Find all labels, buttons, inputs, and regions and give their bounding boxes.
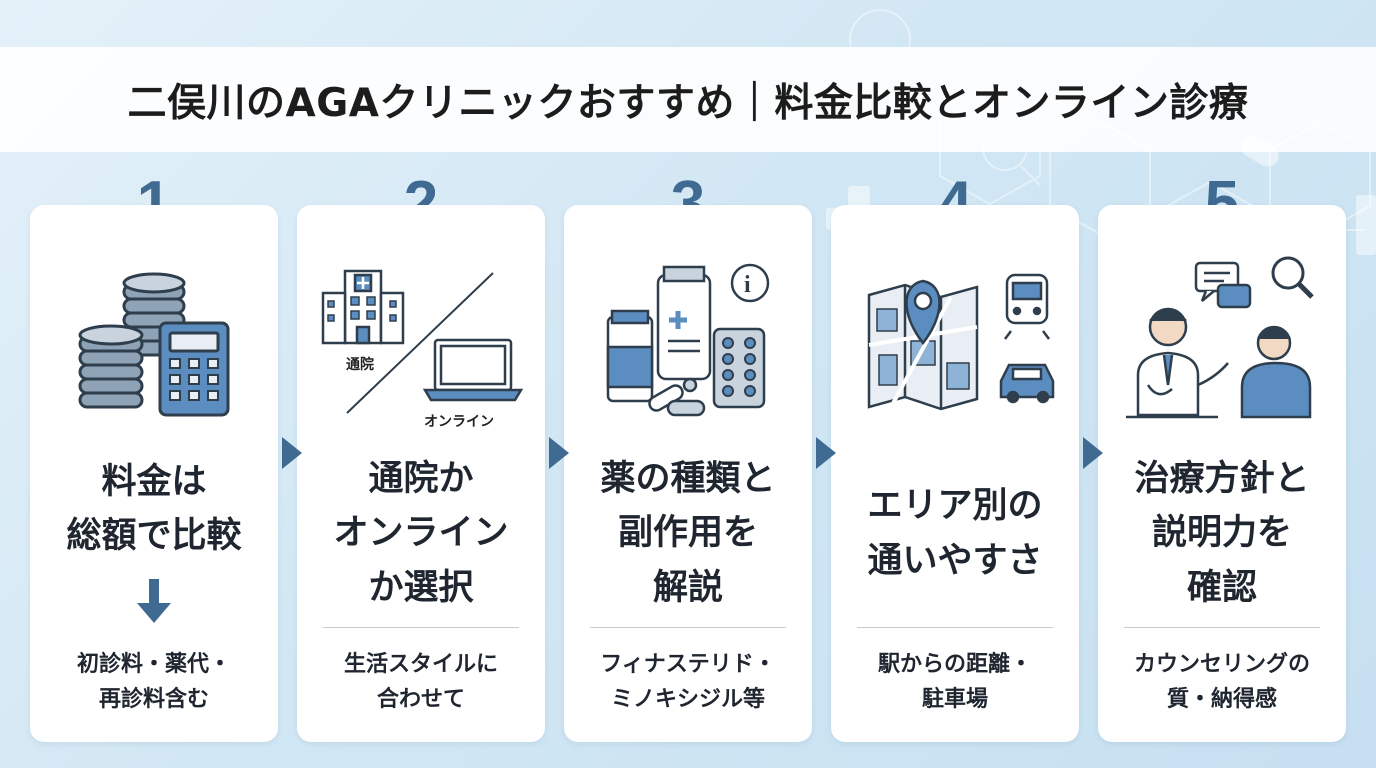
step-subtext: 生活スタイルに 合わせて	[343, 652, 498, 713]
step-heading: 治療方針と 説明力を 確認	[1134, 459, 1310, 608]
coin-stack-icon	[78, 272, 186, 409]
chevron-right-icon	[816, 437, 836, 469]
speech-bubble-icon	[1194, 261, 1252, 309]
chevron-right-icon	[549, 437, 569, 469]
pill-blister-icon	[712, 327, 766, 409]
medicine-bottle-icon	[606, 265, 712, 403]
divider	[323, 627, 519, 628]
map-transport-illustration	[867, 273, 1055, 411]
doctor-icon	[1126, 307, 1229, 419]
coins-calculator-illustration	[78, 272, 230, 417]
page-title: 二俣川のAGAクリニックおすすめ｜料金比較とオンライン診療	[127, 80, 1249, 126]
step-card-3: i 薬の種類と 副作用を 解説 フィナステリド・ ミノキシジル等	[564, 205, 812, 742]
clinic-vs-online-illustration: 通院 オンライン	[321, 269, 524, 430]
info-icon: i	[730, 263, 770, 303]
step-card-2: 通院 オンライン 通院か オンライン か選択 生活スタイルに 合わせて	[297, 205, 545, 742]
chevron-right-icon	[1083, 437, 1103, 469]
hospital-icon	[321, 269, 405, 345]
train-icon	[1004, 273, 1050, 340]
divider	[590, 627, 786, 628]
laptop-icon	[422, 338, 524, 402]
title-bar: 二俣川のAGAクリニックおすすめ｜料金比較とオンライン診療	[0, 47, 1376, 152]
step-heading: 通院か オンライン か選択	[333, 459, 509, 608]
divider	[1124, 627, 1320, 628]
car-icon	[999, 363, 1055, 404]
chevron-right-icon	[282, 437, 302, 469]
step-subtext: カウンセリングの 質・納得感	[1133, 652, 1310, 713]
step-card-5: 治療方針と 説明力を 確認 カウンセリングの 質・納得感	[1098, 205, 1346, 742]
step-heading: エリア別の 通いやすさ	[867, 486, 1043, 581]
magnifier-icon	[1271, 256, 1314, 299]
step-subtext: 初診料・薬代・ 再診料含む	[76, 652, 231, 713]
step-subtext: 駅からの距離・ 駐車場	[877, 652, 1032, 713]
step-heading: 料金は 総額で比較	[66, 461, 242, 556]
medicine-illustration: i	[606, 263, 770, 417]
divider	[857, 627, 1053, 628]
consultation-illustration	[1126, 256, 1314, 419]
step-heading: 薬の種類と 副作用を 解説	[600, 459, 776, 608]
down-arrow-icon	[137, 579, 171, 623]
capsule-icon	[648, 377, 706, 417]
map-pin-icon	[905, 279, 941, 346]
svg-text:i: i	[744, 272, 751, 298]
clinic-label: 通院	[346, 356, 374, 373]
step-subtext: フィナステリド・ ミノキシジル等	[600, 652, 776, 713]
step-card-1: 料金は 総額で比較 初診料・薬代・ 再診料含む	[30, 205, 278, 742]
calculator-icon	[158, 321, 230, 417]
step-card-4: エリア別の 通いやすさ 駅からの距離・ 駐車場	[831, 205, 1079, 742]
online-label: オンライン	[424, 414, 494, 430]
patient-icon	[1240, 325, 1312, 419]
